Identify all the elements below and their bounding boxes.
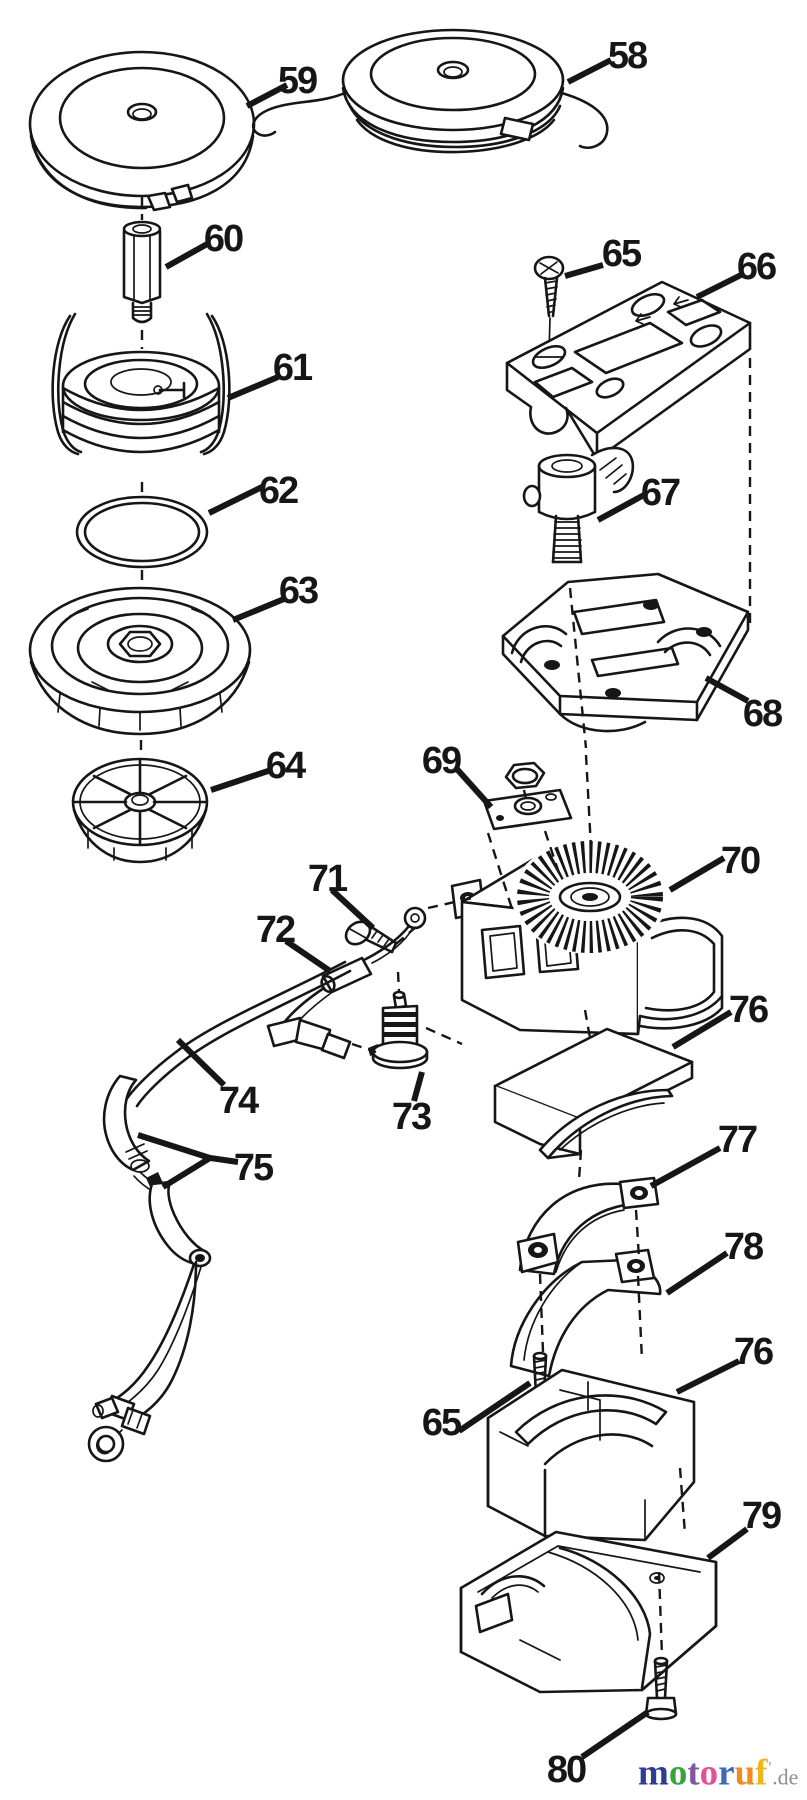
callout-64: 64 [266, 745, 306, 787]
callout-60: 60 [204, 218, 243, 260]
part-60-hex-adapter [122, 220, 162, 324]
part-67-primer-valve [522, 446, 635, 564]
part-78-clamp-lower [509, 1248, 662, 1378]
callout-labels: 59 58 60 61 62 63 64 65 66 67 68 69 70 7… [204, 35, 784, 1791]
callout-76-upper: 76 [729, 989, 768, 1031]
callout-61: 61 [273, 347, 313, 389]
callout-73: 73 [392, 1096, 431, 1138]
callout-74: 74 [219, 1080, 259, 1122]
callout-59: 59 [278, 60, 317, 102]
logo-suffix: .de [772, 1764, 799, 1790]
assembly-dashed-lines [139, 197, 752, 1657]
logo-letter: u [734, 1752, 756, 1794]
callout-76-lower: 76 [734, 1331, 773, 1373]
logo-letter: m [638, 1752, 669, 1794]
part-73-grommet-switch [368, 990, 429, 1070]
motoruf-logo[interactable]: motoruf’.de [638, 1744, 807, 1794]
callout-66: 66 [737, 246, 776, 288]
callout-80: 80 [547, 1749, 586, 1791]
part-80-screw [644, 1656, 678, 1721]
callout-79: 79 [742, 1495, 781, 1537]
part-66-mount-plate [505, 280, 752, 461]
callout-65-top: 65 [602, 233, 642, 275]
part-63-housing-base [28, 586, 252, 736]
callout-72: 72 [256, 909, 295, 951]
logo-letter: f [755, 1752, 768, 1794]
callout-leader-lines [137, 57, 750, 1760]
part-58-line-spool [251, 28, 609, 154]
callout-67: 67 [641, 472, 680, 514]
part-61-spool-body [51, 312, 231, 456]
logo-letter: o [668, 1752, 688, 1794]
part-76-cover-upper [493, 1027, 694, 1160]
part-62-o-ring [75, 495, 209, 569]
part-77-clamp-upper [516, 1176, 660, 1276]
part-68-bracket-base [501, 572, 750, 733]
callout-62: 62 [259, 470, 298, 512]
part-74-wiring-harness [124, 960, 352, 1108]
callout-71: 71 [308, 858, 348, 900]
part-69-nut-plate [482, 761, 573, 831]
callout-78: 78 [724, 1226, 763, 1268]
part-59-spool-cover [28, 50, 256, 212]
callout-65-bottom: 65 [422, 1402, 462, 1444]
callout-63: 63 [279, 570, 318, 612]
part-70-fan-housing [450, 840, 724, 1036]
callout-69: 69 [422, 740, 461, 782]
callout-68: 68 [743, 693, 782, 735]
part-65-screw-top [533, 255, 565, 355]
logo-letter: r [718, 1752, 735, 1794]
logo-letter: t [687, 1752, 700, 1794]
logo-mark: ’ [767, 1760, 773, 1775]
callout-77: 77 [718, 1119, 757, 1161]
part-71-screw [344, 920, 398, 954]
part-64-impeller-wheel [71, 757, 209, 864]
part-75-boots [87, 1074, 212, 1463]
logo-letter: o [699, 1752, 719, 1794]
part-76-cover-lower [486, 1368, 696, 1542]
callout-58: 58 [608, 35, 647, 77]
part-79-bottom-cover [459, 1530, 718, 1694]
callout-70: 70 [721, 840, 760, 882]
callout-75: 75 [234, 1147, 274, 1189]
